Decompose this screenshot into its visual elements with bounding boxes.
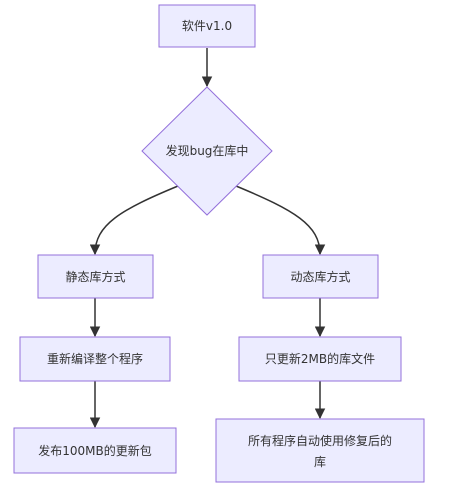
node-publish-100mb-label: 发布100MB的更新包 (38, 443, 152, 458)
edges (89, 48, 326, 429)
node-recompile-label: 重新编译整个程序 (47, 351, 143, 366)
node-static-method: 静态库方式 (37, 254, 154, 299)
node-update-2mb: 只更新2MB的库文件 (238, 336, 402, 382)
node-all-use-fixed: 所有程序自动使用修复后的 库 (215, 418, 425, 483)
node-static-method-label: 静态库方式 (65, 269, 125, 284)
node-start-label: 软件v1.0 (182, 19, 232, 33)
node-recompile: 重新编译整个程序 (19, 336, 171, 382)
node-dynamic-method: 动态库方式 (262, 254, 379, 299)
node-publish-100mb: 发布100MB的更新包 (13, 427, 177, 474)
edge-decision-to-dynamic (235, 185, 326, 256)
node-all-use-fixed-label-line1: 所有程序自动使用修复后的 (248, 433, 392, 448)
node-all-use-fixed-label-line2: 库 (314, 454, 326, 469)
node-decision-label: 发现bug在库中 (166, 143, 249, 158)
edge-decision-to-static (89, 185, 179, 256)
node-update-2mb-label: 只更新2MB的库文件 (265, 351, 375, 366)
node-dynamic-method-label: 动态库方式 (290, 269, 350, 284)
node-start: 软件v1.0 (158, 4, 256, 48)
node-decision: 发现bug在库中 (141, 86, 273, 216)
